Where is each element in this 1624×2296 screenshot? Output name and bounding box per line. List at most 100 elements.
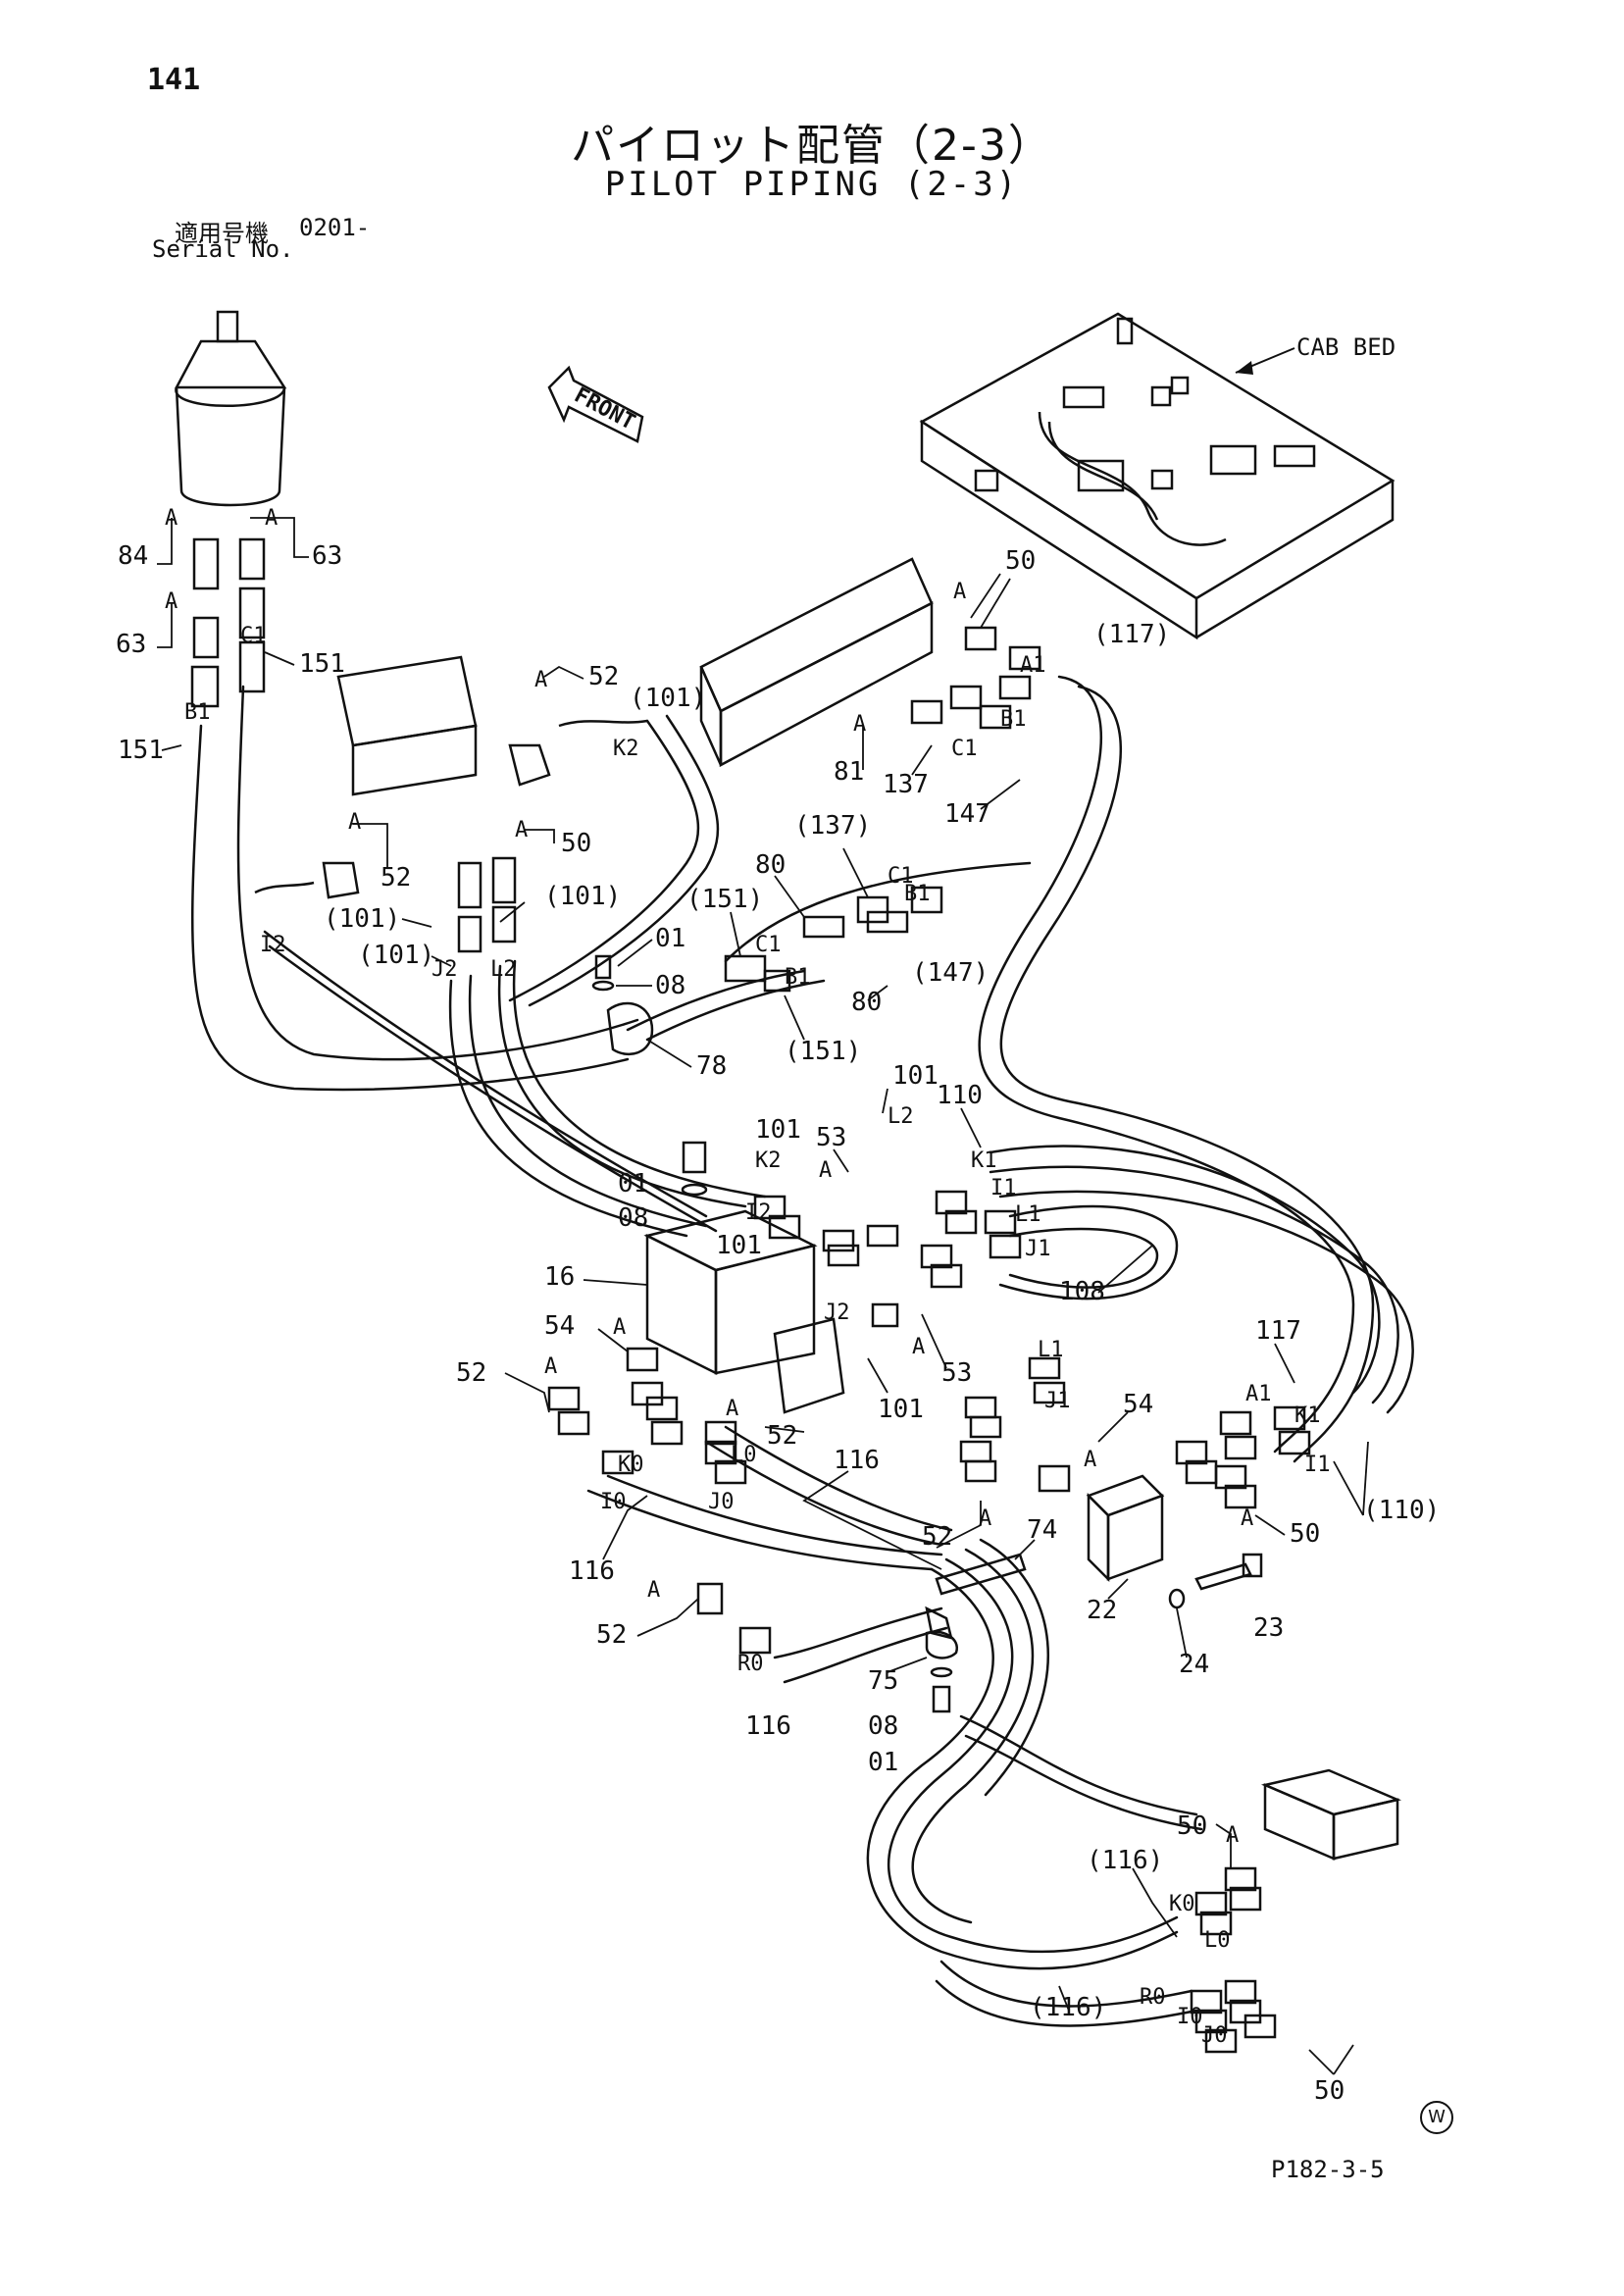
callout-117: (117) <box>1093 620 1170 649</box>
callout-147: 147 <box>944 799 990 829</box>
callout-151: (151) <box>686 885 763 914</box>
port-label: A <box>515 818 528 842</box>
port-label: A <box>165 589 178 614</box>
port-label: J1 <box>1044 1389 1071 1413</box>
front-label: FRONT <box>570 383 638 435</box>
callout-74: 74 <box>1027 1515 1057 1545</box>
callout-22: 22 <box>1087 1596 1117 1625</box>
callout-116: 116 <box>569 1556 615 1586</box>
port-label: A <box>534 668 547 692</box>
callout-151: 151 <box>118 736 164 765</box>
port-label: C1 <box>240 624 267 648</box>
callout-78: 78 <box>696 1051 727 1081</box>
callout-50: 50 <box>561 829 591 858</box>
callout-117: 117 <box>1255 1316 1301 1346</box>
callout-75: 75 <box>868 1666 898 1696</box>
port-label: A <box>853 712 866 737</box>
callout-08: 08 <box>618 1203 648 1233</box>
junction-block-front <box>351 724 478 796</box>
port-label: C1 <box>951 737 978 761</box>
port-label: K0 <box>1169 1892 1195 1916</box>
callout-50: 50 <box>1005 546 1036 576</box>
callout-01: 01 <box>655 924 685 953</box>
front-direction-arrow: FRONT <box>547 365 644 443</box>
callout-52: 52 <box>588 662 619 691</box>
callout-101: (101) <box>324 904 400 934</box>
callout-50: 50 <box>1177 1811 1207 1841</box>
callout-101: 101 <box>755 1115 801 1145</box>
port-label: A <box>647 1578 660 1603</box>
callout-63: 63 <box>312 541 342 571</box>
callout-137: 137 <box>883 770 929 799</box>
port-labels: A A A C1 B1 A K2 A A I2 J2 L2 A A1 A B1 … <box>165 506 1331 2048</box>
callout-84: 84 <box>118 541 148 571</box>
port-label: R0 <box>737 1652 764 1676</box>
serial-label-japanese: 適用号機 <box>175 220 269 247</box>
callout-101: (101) <box>630 684 706 713</box>
pilot-valve-body <box>175 386 286 507</box>
callout-63: 63 <box>116 630 146 659</box>
port-label: L2 <box>888 1104 914 1129</box>
port-label: A1 <box>1020 653 1046 678</box>
port-label: B1 <box>785 965 811 990</box>
port-label: A <box>979 1506 991 1531</box>
port-label: I2 <box>745 1200 772 1225</box>
port-label: A <box>613 1315 626 1340</box>
callout-137: (137) <box>794 811 871 841</box>
callout-53: 53 <box>816 1123 846 1152</box>
callout-80: 80 <box>755 850 786 880</box>
callout-50: 50 <box>1290 1519 1320 1549</box>
manifold-rail-top <box>699 557 934 713</box>
callout-54: 54 <box>1123 1390 1153 1419</box>
clamp-78 <box>606 1001 654 1056</box>
port-label: C1 <box>888 864 914 889</box>
cab-bed-label: CAB BED <box>1296 333 1396 361</box>
port-label: C1 <box>755 933 782 957</box>
port-label: I1 <box>1304 1453 1331 1477</box>
callout-01: 01 <box>618 1169 648 1199</box>
hose-lines <box>190 675 1414 2027</box>
callout-23: 23 <box>1253 1613 1284 1643</box>
port-label: A <box>544 1354 557 1379</box>
callout-151: 151 <box>299 649 345 679</box>
circled-w-mark: W <box>1420 2101 1453 2134</box>
callout-52: 52 <box>596 1620 627 1650</box>
callout-80: 80 <box>851 988 882 1017</box>
page-title-english: PILOT PIPING (2-3) <box>604 165 1020 204</box>
callout-08: 08 <box>655 971 685 1000</box>
cab-bed-front <box>920 419 1198 640</box>
port-label: K2 <box>755 1148 782 1173</box>
cab-bed-pointer: CAB BED <box>1235 333 1396 375</box>
callout-108: 108 <box>1059 1277 1105 1306</box>
callout-147: (147) <box>912 958 989 988</box>
port-label: I1 <box>990 1176 1017 1200</box>
port-label: J0 <box>708 1490 735 1514</box>
callout-53: 53 <box>941 1358 972 1388</box>
port-label: I0 <box>1177 2005 1203 2029</box>
callout-01: 01 <box>868 1748 898 1777</box>
port-label: A1 <box>1245 1382 1272 1406</box>
port-label: L0 <box>731 1443 757 1467</box>
joystick-boot <box>174 339 287 389</box>
port-label: A <box>1084 1448 1096 1472</box>
port-label: A <box>953 580 966 604</box>
port-label: A <box>819 1158 832 1183</box>
callout-52: 52 <box>381 863 411 893</box>
callout-110: (110) <box>1363 1496 1440 1525</box>
callout-101: (101) <box>358 941 434 970</box>
port-label: J0 <box>1201 2023 1228 2048</box>
port-label: K1 <box>1294 1403 1321 1428</box>
callout-110: 110 <box>937 1081 983 1110</box>
page-title-japanese: パイロット配管（2-3） <box>571 121 1053 171</box>
port-label: L1 <box>1038 1338 1064 1362</box>
callout-116: 116 <box>834 1446 880 1475</box>
port-label: I0 <box>600 1490 627 1514</box>
callout-101: 101 <box>716 1231 762 1260</box>
callout-54: 54 <box>544 1311 575 1341</box>
callout-101: 101 <box>892 1061 939 1091</box>
callout-116: (116) <box>1087 1846 1163 1875</box>
port-label: I2 <box>260 933 286 957</box>
port-label: K0 <box>618 1453 644 1477</box>
leader-lines <box>157 517 1369 2075</box>
